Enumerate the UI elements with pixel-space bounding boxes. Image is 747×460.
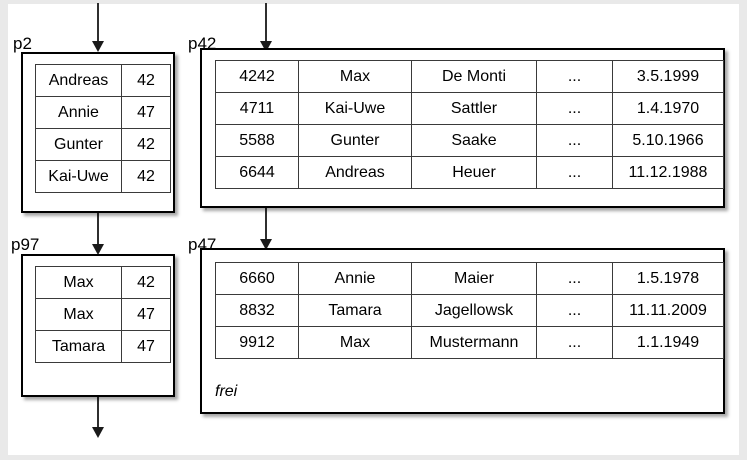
cell-firstname: Max [298, 60, 412, 93]
page-label-p97: p97 [11, 235, 40, 254]
cell-firstname: Gunter [298, 124, 412, 157]
cell-firstname: Kai-Uwe [298, 92, 412, 125]
cell-date: 3.5.1999 [612, 60, 724, 93]
cell-lastname: Sattler [411, 92, 537, 125]
table-row[interactable]: 6644 Andreas Heuer ... 11.12.1988 [215, 156, 724, 189]
cell-firstname: Annie [298, 262, 412, 295]
cell-name: Max [35, 298, 122, 331]
cell-id: 4242 [215, 60, 299, 93]
cell-ellipsis: ... [536, 60, 613, 93]
cell-value: 42 [121, 64, 171, 97]
table-row[interactable]: 6660 Annie Maier ... 1.5.1978 [215, 262, 724, 295]
cell-id: 5588 [215, 124, 299, 157]
cell-name: Tamara [35, 330, 122, 363]
cell-value: 47 [121, 330, 171, 363]
cell-date: 11.12.1988 [612, 156, 724, 189]
cell-id: 4711 [215, 92, 299, 125]
cell-ellipsis: ... [536, 92, 613, 125]
cell-name: Kai-Uwe [35, 160, 122, 193]
data-table-p42: 4242 Max De Monti ... 3.5.1999 4711 Kai-… [215, 60, 724, 189]
cell-ellipsis: ... [536, 294, 613, 327]
cell-value: 47 [121, 298, 171, 331]
table-row[interactable]: Annie 47 [35, 96, 171, 129]
table-row[interactable]: Andreas 42 [35, 64, 171, 97]
cell-date: 5.10.1966 [612, 124, 724, 157]
cell-date: 1.4.1970 [612, 92, 724, 125]
table-row[interactable]: 5588 Gunter Saake ... 5.10.1966 [215, 124, 724, 157]
table-row[interactable]: Kai-Uwe 42 [35, 160, 171, 193]
table-row[interactable]: Tamara 47 [35, 330, 171, 363]
table-row[interactable]: 8832 Tamara Jagellowsk ... 11.11.2009 [215, 294, 724, 327]
cell-name: Gunter [35, 128, 122, 161]
cell-lastname: De Monti [411, 60, 537, 93]
cell-firstname: Andreas [298, 156, 412, 189]
cell-ellipsis: ... [536, 156, 613, 189]
table-row[interactable]: 4711 Kai-Uwe Sattler ... 1.4.1970 [215, 92, 724, 125]
table-row[interactable]: Max 47 [35, 298, 171, 331]
cell-ellipsis: ... [536, 124, 613, 157]
cell-name: Annie [35, 96, 122, 129]
page-margin-left [0, 0, 8, 460]
cell-lastname: Jagellowsk [411, 294, 537, 327]
cell-date: 1.5.1978 [612, 262, 724, 295]
cell-id: 6660 [215, 262, 299, 295]
index-table-p2: Andreas 42 Annie 47 Gunter 42 Kai-Uwe 42 [35, 64, 171, 193]
page-margin-bottom [0, 455, 747, 460]
cell-value: 42 [121, 160, 171, 193]
cell-name: Max [35, 266, 122, 299]
page-label-p2: p2 [13, 34, 32, 53]
cell-value: 42 [121, 266, 171, 299]
cell-value: 42 [121, 128, 171, 161]
cell-lastname: Maier [411, 262, 537, 295]
table-row[interactable]: 9912 Max Mustermann ... 1.1.1949 [215, 326, 724, 359]
index-table-p97: Max 42 Max 47 Tamara 47 [35, 266, 171, 363]
cell-firstname: Tamara [298, 294, 412, 327]
cell-date: 1.1.1949 [612, 326, 724, 359]
cell-firstname: Max [298, 326, 412, 359]
cell-ellipsis: ... [536, 262, 613, 295]
cell-id: 6644 [215, 156, 299, 189]
cell-value: 47 [121, 96, 171, 129]
cell-lastname: Mustermann [411, 326, 537, 359]
cell-id: 9912 [215, 326, 299, 359]
table-row[interactable]: 4242 Max De Monti ... 3.5.1999 [215, 60, 724, 93]
cell-id: 8832 [215, 294, 299, 327]
cell-name: Andreas [35, 64, 122, 97]
cell-lastname: Saake [411, 124, 537, 157]
table-row[interactable]: Gunter 42 [35, 128, 171, 161]
cell-lastname: Heuer [411, 156, 537, 189]
free-space-label-p47: frei [215, 383, 238, 400]
page-margin-right [739, 0, 747, 460]
data-table-p47: 6660 Annie Maier ... 1.5.1978 8832 Tamar… [215, 262, 724, 359]
page-margin-top [0, 0, 747, 4]
cell-date: 11.11.2009 [612, 294, 724, 327]
table-row[interactable]: Max 42 [35, 266, 171, 299]
cell-ellipsis: ... [536, 326, 613, 359]
page-label-p42: p42 [188, 34, 217, 53]
